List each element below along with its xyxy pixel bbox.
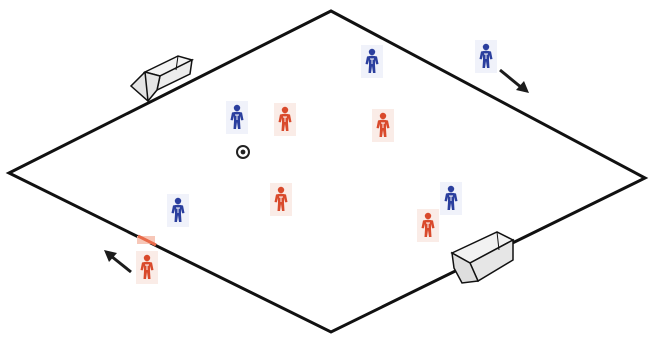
red-player-icon (136, 251, 158, 284)
red-player-icon (417, 209, 439, 242)
blue-player-icon (475, 40, 497, 73)
blue-player-icon (226, 101, 248, 134)
blue-player-icon (167, 194, 189, 227)
soccer-ball-icon (237, 146, 249, 158)
arrow-icon (500, 70, 529, 93)
field-boundary (9, 11, 645, 332)
red-player-icon (274, 103, 296, 136)
blue-player-icon (361, 45, 383, 78)
red-player-icon (372, 109, 394, 142)
red-player-icon (270, 183, 292, 216)
arrow-icon (104, 250, 131, 272)
blue-player-icon (440, 182, 462, 215)
